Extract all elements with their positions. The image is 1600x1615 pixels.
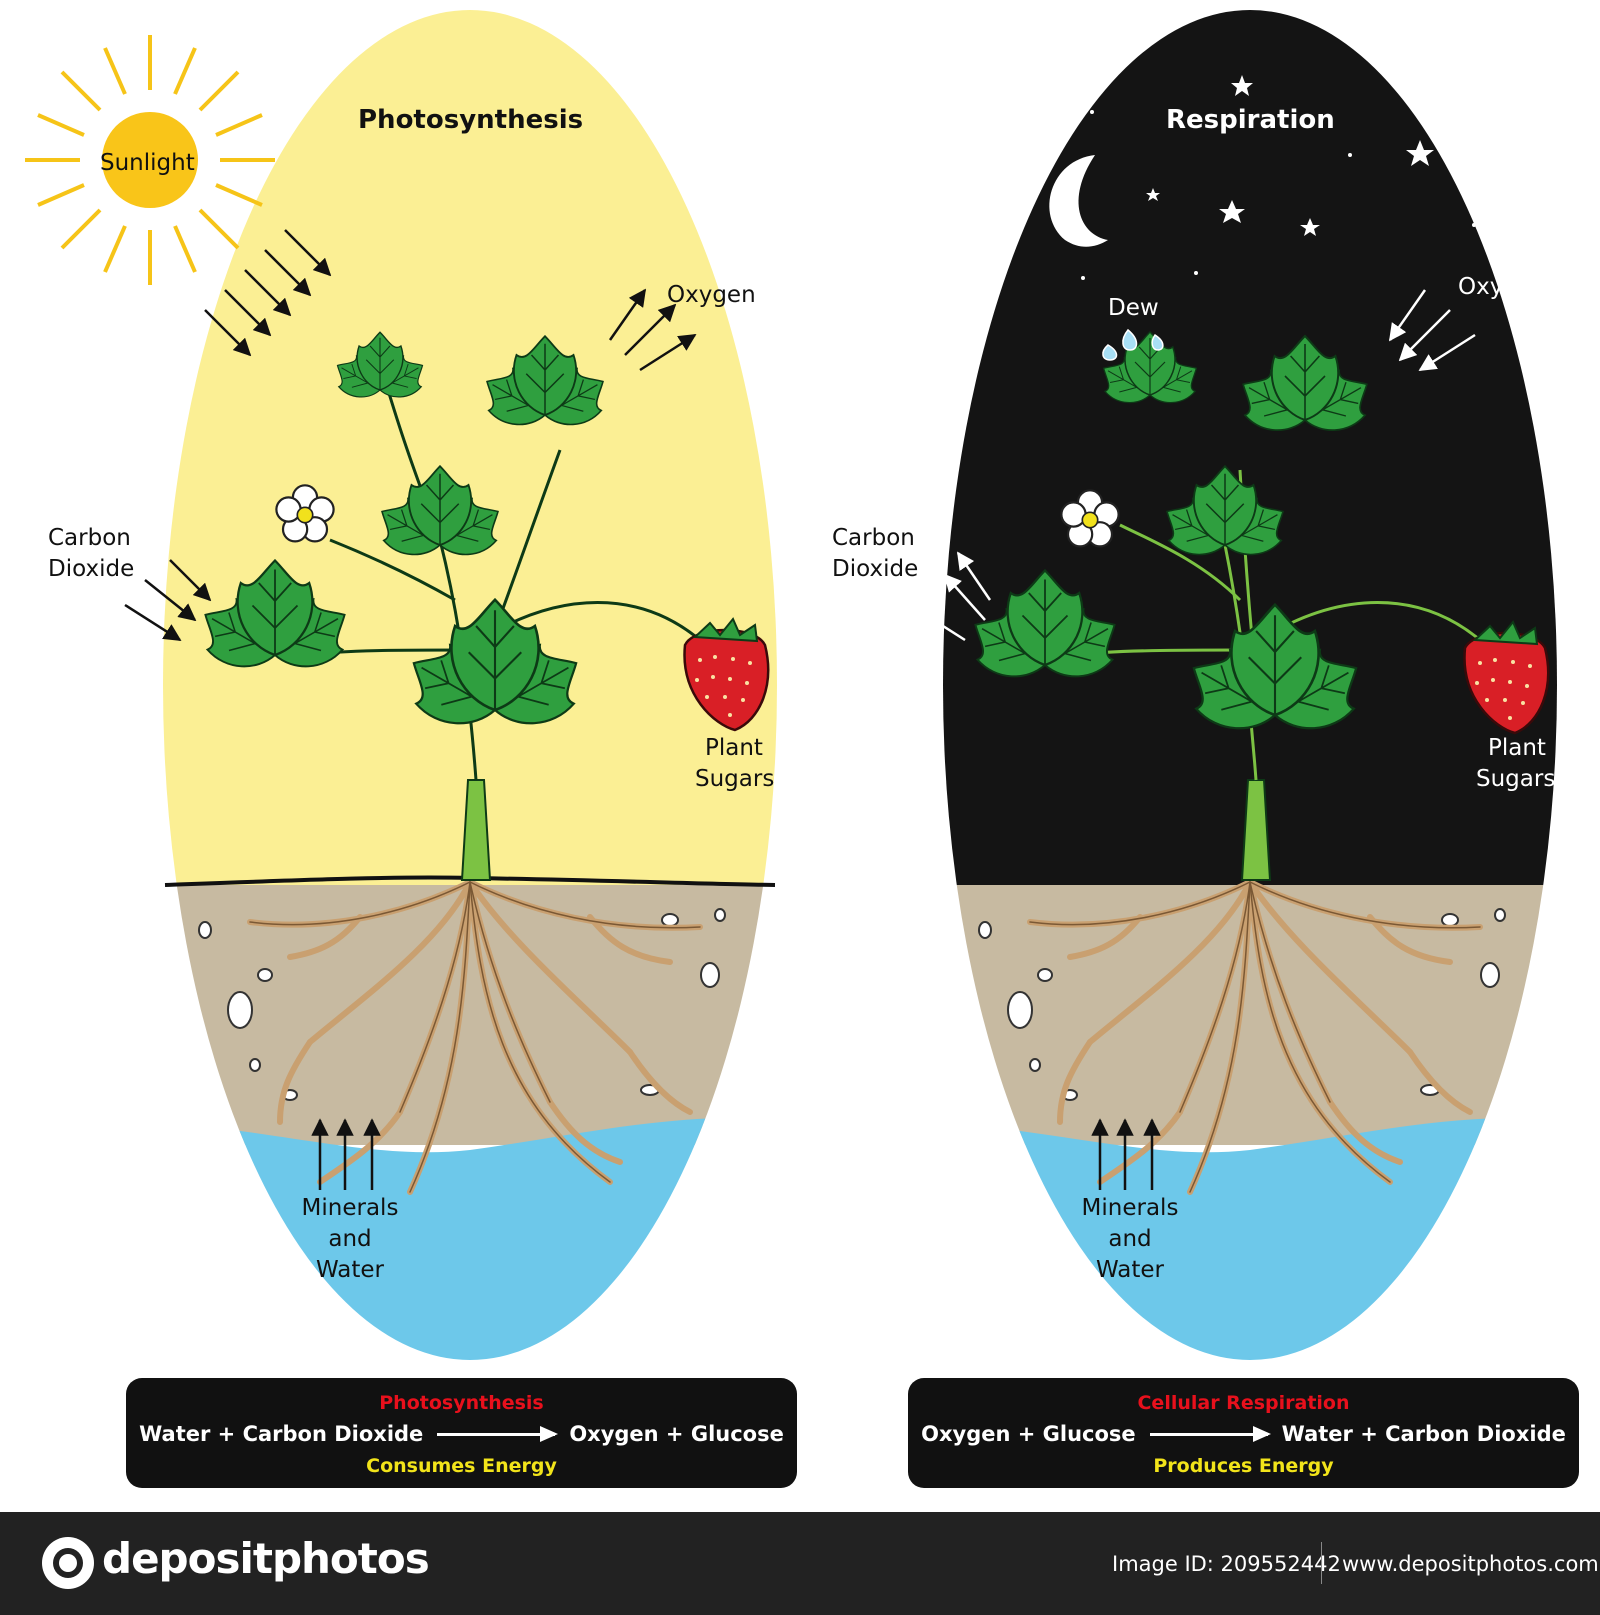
sun-icon [25,35,275,285]
plant-sugars-line1: Plant [1488,735,1546,761]
footer-bar: depositphotos Image ID: 209552442 www.de… [0,1512,1600,1615]
equation-row: Water + Carbon Dioxide Oxygen + Glucose [126,1416,797,1452]
sunlight-arrows [204,229,332,357]
minerals-label-line1: Minerals [301,1195,399,1221]
equation-products: Oxygen + Glucose [569,1422,784,1446]
co2-label-line1: Carbon [48,525,131,551]
minerals-label-line3: Water [1096,1257,1164,1283]
sunlight-label: Sunlight [100,150,195,176]
water-layer [943,1117,1557,1360]
respiration-equation-box: Cellular Respiration Oxygen + Glucose Wa… [908,1378,1579,1488]
minerals-label-line2: and [328,1226,372,1252]
co2-label-line2: Dioxide [48,556,135,582]
equation-heading: Cellular Respiration [1137,1392,1350,1414]
respiration-panel [908,10,1557,1360]
oxygen-label: Oxygen [667,282,756,308]
minerals-label-line2: and [1108,1226,1152,1252]
co2-label-line1: Carbon [832,525,915,551]
co2-arrows [908,551,992,642]
stars [1081,75,1476,280]
co2-label-line2: Dioxide [832,556,919,582]
minerals-arrows [1091,1118,1161,1190]
brand-name[interactable]: depositphotos [102,1534,430,1583]
plant-sugars-line2: Sugars [1476,766,1556,792]
equation-row: Oxygen + Glucose Water + Carbon Dioxide [908,1416,1579,1452]
photosynthesis-equation-box: Photosynthesis Water + Carbon Dioxide Ox… [126,1378,797,1488]
equation-reactants: Water + Carbon Dioxide [139,1422,424,1446]
minerals-label-line3: Water [316,1257,384,1283]
oxygen-arrows [608,288,697,372]
plant-sugars-line2: Sugars [695,766,775,792]
minerals-arrows [311,1118,381,1190]
equation-energy: Consumes Energy [366,1455,557,1477]
photosynthesis-panel [25,10,777,1360]
equation-reactants: Oxygen + Glucose [921,1422,1136,1446]
plant-sugars-line1: Plant [705,735,763,761]
water-layer [163,1117,777,1360]
equation-energy: Produces Energy [1153,1455,1334,1477]
plant-stem [460,779,492,881]
respiration-title: Respiration [1166,105,1335,135]
co2-arrows [124,559,212,642]
diagram-scene [25,10,1557,1360]
reaction-arrow-icon [437,1425,559,1442]
minerals-label-line1: Minerals [1081,1195,1179,1221]
reaction-arrow-icon [1149,1425,1271,1442]
oxygen-arrows [1388,289,1476,372]
equation-heading: Photosynthesis [379,1392,544,1414]
photosynthesis-title: Photosynthesis [358,105,584,135]
website-link[interactable]: www.depositphotos.com [1342,1552,1599,1576]
equation-products: Water + Carbon Dioxide [1281,1422,1566,1446]
footer-divider [1321,1542,1322,1584]
plant-stem [1240,779,1272,881]
dew-label: Dew [1108,295,1159,321]
dew-drops [1102,328,1164,361]
image-id: Image ID: 209552442 [1112,1552,1341,1576]
logo-dot [59,1554,77,1572]
oxygen-label: Oxygen [1458,274,1547,300]
moon-icon [1049,155,1108,247]
